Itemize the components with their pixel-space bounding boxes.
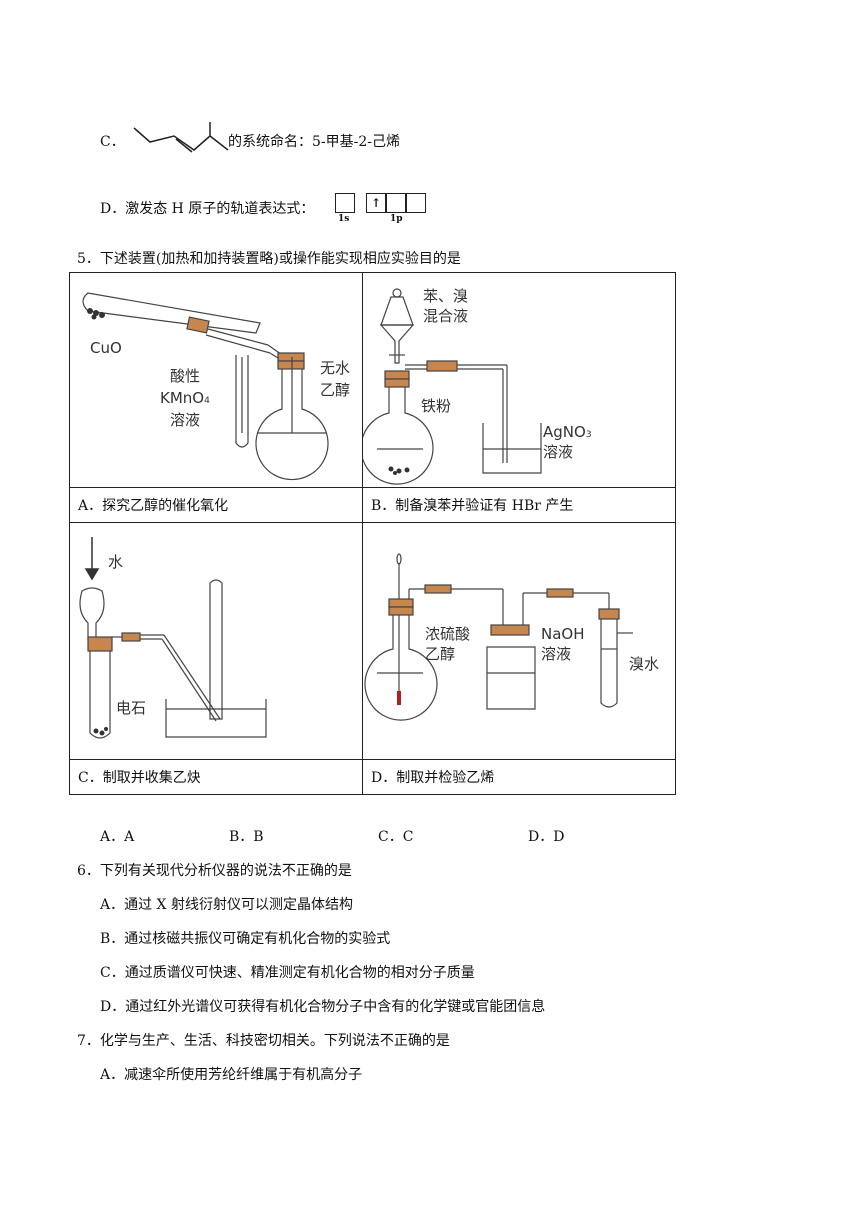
q6-stem: 6．下列有关现代分析仪器的说法不正确的是 — [77, 863, 352, 879]
apparatus-d-drawing — [364, 553, 633, 721]
orbital-box-1s — [335, 193, 355, 213]
caption-d: D．制取并检验乙烯 — [362, 759, 676, 795]
orbital-box-1p-2 — [386, 193, 406, 213]
label-solution-d: 溶液 — [541, 645, 572, 663]
apparatus-a: CuO 酸性 KMnO4 溶液 无水 乙醇 — [69, 272, 363, 488]
label-solution-b: 溶液 — [543, 443, 574, 461]
q7-stem: 7．化学与生产、生活、科技密切相关。下列说法不正确的是 — [77, 1033, 450, 1049]
label-ethanol-d: 乙醇 — [425, 645, 456, 663]
apparatus-table: CuO 酸性 KMnO4 溶液 无水 乙醇 — [69, 272, 676, 795]
apparatus-b-drawing — [363, 288, 542, 485]
label-ethanol-a: 乙醇 — [320, 381, 351, 399]
q6-option-c[interactable]: C．通过质谱仪可快速、精准测定有机化合物的相对分子质量 — [100, 965, 475, 981]
skeletal-formula-icon — [133, 122, 229, 153]
q6-option-a[interactable]: A．通过 X 射线衍射仪可以测定晶体结构 — [100, 897, 353, 913]
label-acidic: 酸性 — [170, 367, 201, 385]
label-solution-a: 溶液 — [170, 411, 201, 429]
caption-a: A．探究乙醇的催化氧化 — [69, 487, 363, 523]
label-cuo: CuO — [90, 339, 122, 357]
apparatus-c: 水 电石 — [69, 522, 363, 760]
orbital-label-1p: 1p — [390, 214, 403, 224]
caption-c: C．制取并收集乙炔 — [69, 759, 363, 795]
label-agno3: AgNO3 — [543, 423, 592, 441]
orbital-label-1s: 1s — [338, 214, 350, 224]
label-naoh: NaOH — [541, 625, 585, 643]
q6-option-b[interactable]: B．通过核磁共振仪可确定有机化合物的实验式 — [100, 931, 391, 947]
q5-stem: 5．下述装置(加热和加持装置略)或操作能实现相应实验目的是 — [77, 251, 461, 267]
apparatus-b: 苯、溴 混合液 铁粉 AgNO3 溶液 — [362, 272, 676, 488]
label-bromine-water: 溴水 — [629, 655, 660, 673]
label-calcium-carbide: 电石 — [116, 699, 147, 717]
apparatus-a-drawing — [82, 292, 329, 481]
label-conc-sulfuric-acid: 浓硫酸 — [425, 625, 471, 643]
label-kmno4: KMnO4 — [160, 389, 210, 407]
q5-option-d[interactable]: D．D — [528, 829, 565, 845]
q5-option-c[interactable]: C．C — [378, 829, 414, 845]
q4-option-c-letter: C． — [100, 134, 125, 150]
apparatus-d: 浓硫酸 乙醇 NaOH 溶液 溴水 — [362, 522, 676, 760]
q6-option-d[interactable]: D．通过红外光谱仪可获得有机化合物分子中含有的化学键或官能团信息 — [100, 999, 546, 1015]
apparatus-c-drawing — [79, 537, 267, 739]
q5-option-a[interactable]: A．A — [100, 829, 135, 845]
label-benzene-bromine: 苯、溴 — [423, 287, 469, 305]
label-anhydrous: 无水 — [320, 359, 351, 377]
orbital-box-1p-1: ↑ — [366, 193, 386, 213]
q5-option-b[interactable]: B．B — [229, 829, 264, 845]
q7-option-a[interactable]: A．减速伞所使用芳纶纤维属于有机高分子 — [100, 1067, 363, 1083]
label-mixture: 混合液 — [423, 307, 469, 325]
caption-b: B．制备溴苯并验证有 HBr 产生 — [362, 487, 676, 523]
q4-option-c-text: 的系统命名：5-甲基-2-己烯 — [228, 134, 401, 150]
orbital-box-1p-3 — [406, 193, 426, 213]
label-iron-powder: 铁粉 — [421, 397, 452, 415]
q4-option-d-text: D．激发态 H 原子的轨道表达式： — [100, 201, 315, 217]
label-water: 水 — [108, 553, 124, 571]
